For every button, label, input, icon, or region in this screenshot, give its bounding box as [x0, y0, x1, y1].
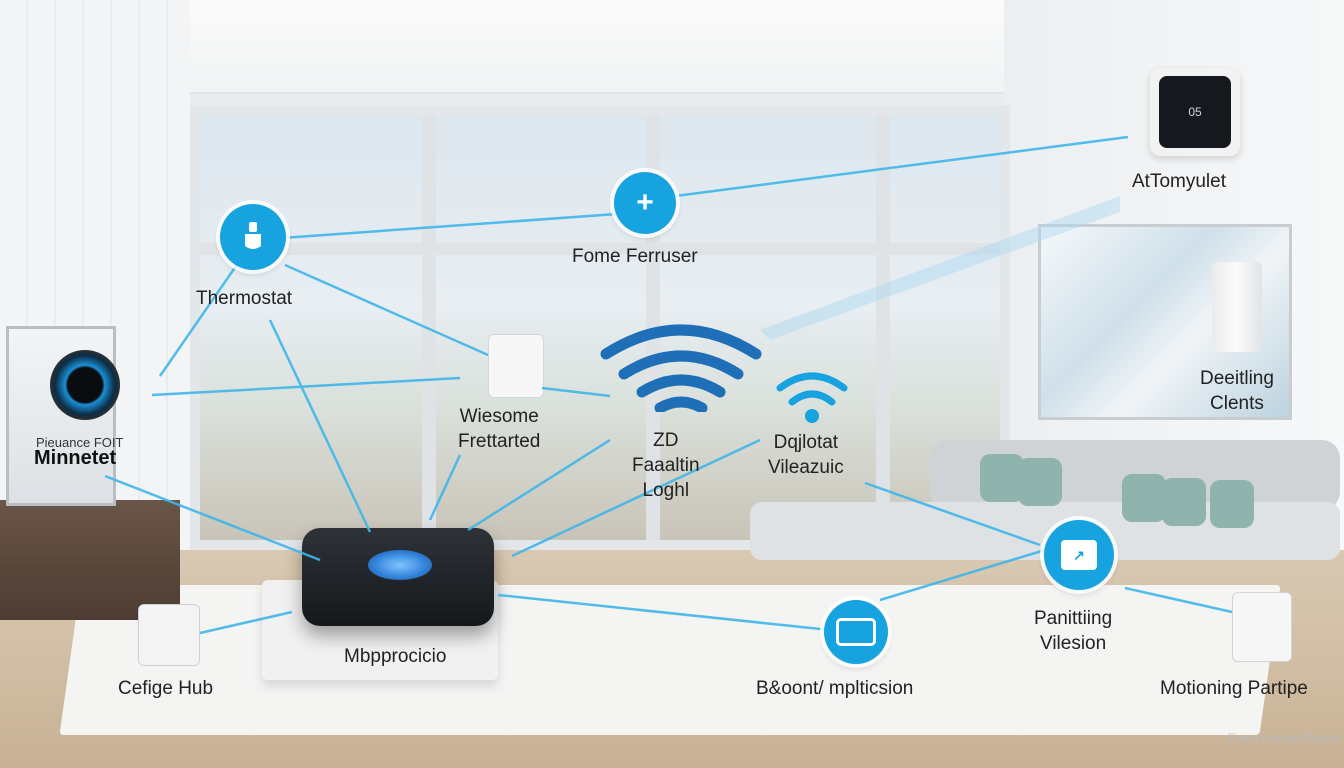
lightbulb-glyph: [245, 222, 261, 249]
label-line: Vileazuic: [768, 457, 844, 478]
pillow: [1162, 478, 1206, 526]
wifi-icon: [600, 324, 762, 412]
label-wifi-small: Dqjlotat Vileazuic: [768, 430, 844, 480]
label-tv-small: Pieuance FOIT: [36, 435, 124, 450]
pillow: [1018, 458, 1062, 506]
connection-line: [644, 135, 1129, 202]
window-transom: [200, 243, 1000, 255]
label-tv-large: Minnetet: [34, 447, 117, 469]
wifi-arc: [636, 374, 726, 398]
label-motion: Motioning Partipe: [1160, 678, 1308, 699]
label-center-top: Fome Ferruser: [572, 246, 698, 267]
pillow: [980, 454, 1024, 502]
connection-line: [541, 386, 611, 398]
connection-line: [151, 376, 461, 397]
camera-icon[interactable]: [824, 600, 888, 664]
hub-light: [368, 550, 432, 580]
signal-beam: [760, 196, 1120, 340]
label-line: Frettarted: [458, 431, 541, 452]
share-icon[interactable]: ↗: [1044, 520, 1114, 590]
connection-line: [467, 438, 611, 532]
label-line: Clents: [1210, 393, 1264, 414]
label-line: ZD: [653, 430, 679, 451]
pillow: [1210, 480, 1254, 528]
connection-line: [1124, 586, 1233, 614]
label-line: Vilesion: [1039, 633, 1107, 654]
plus-icon[interactable]: +: [614, 172, 676, 234]
share-glyph: ↗: [1061, 540, 1097, 570]
cylinder-sensor-device[interactable]: [1212, 262, 1262, 352]
connection-line: [199, 610, 293, 635]
connection-line: [428, 454, 462, 521]
wifi-dot: [805, 409, 819, 423]
wifi-arc: [600, 324, 762, 360]
thermostat-screen: 05: [1159, 76, 1231, 148]
label-line: Faaaltin: [632, 455, 700, 476]
wifi-arc: [654, 396, 708, 412]
pillow: [1122, 474, 1166, 522]
label-wifi-main: ZD Faaaltin Loghl: [632, 428, 700, 503]
connection-line: [104, 474, 321, 562]
connection-line: [268, 319, 372, 533]
wifi-arc: [776, 372, 848, 392]
lightbulb-icon[interactable]: [220, 204, 286, 270]
wifi-arc: [788, 390, 836, 406]
label-right-node: Panittiing Vilesion: [1034, 606, 1112, 656]
wall-sensor-device[interactable]: [488, 334, 544, 398]
label-hub: Mbpprocicio: [344, 646, 447, 667]
motion-sensor-device[interactable]: [1232, 592, 1292, 662]
connection-line: [879, 548, 1046, 602]
round-sensor-device[interactable]: [50, 350, 120, 420]
label-right-cylinder: Deeitling Clents: [1200, 366, 1274, 416]
wifi-icon: [776, 372, 848, 423]
label-line: Dqjlotat: [773, 432, 839, 453]
connection-line: [284, 263, 489, 357]
thermostat-device[interactable]: 05: [1150, 68, 1240, 156]
wall-switch-device[interactable]: [138, 604, 200, 666]
wifi-arc: [618, 350, 744, 380]
window-mullion: [876, 115, 890, 540]
camera-glyph: [836, 618, 876, 646]
connection-line: [253, 210, 646, 242]
label-center-sensor: Wiesome Frettarted: [458, 404, 540, 454]
label-line: Deeitling: [1200, 368, 1274, 389]
connection-line: [497, 593, 831, 632]
label-thermostat: Thermostat: [196, 288, 293, 309]
label-line: Panittiing: [1034, 608, 1113, 629]
label-line: Wiesome: [459, 406, 539, 427]
connection-line: [511, 438, 761, 558]
connection-line: [864, 481, 1041, 547]
watermark: Fome Pracide Drstiro: [1228, 730, 1340, 745]
smart-hub-device[interactable]: [302, 528, 494, 626]
label-switch: Cefige Hub: [118, 678, 214, 699]
label-top-right: AtTomyulet: [1132, 171, 1226, 192]
tv-cabinet: [0, 500, 180, 620]
label-line: Loghl: [642, 480, 690, 501]
label-bottom-center: B&oont/ mplticsion: [756, 678, 914, 699]
